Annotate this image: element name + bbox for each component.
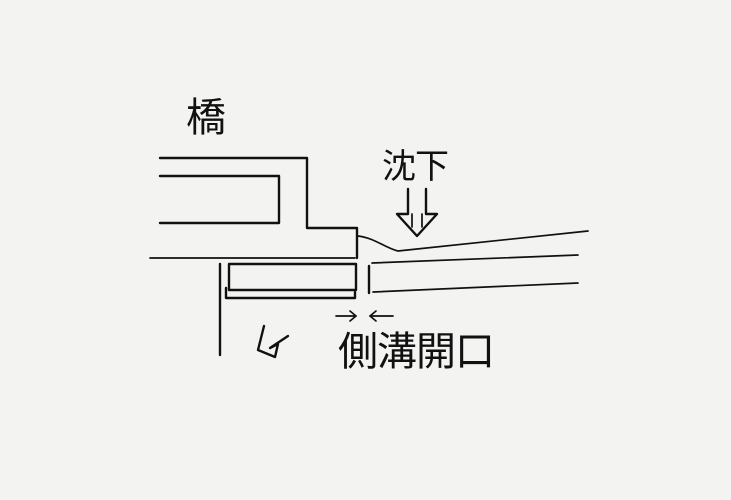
bridge-structure — [158, 156, 359, 260]
left-arrowhead-icon — [369, 310, 377, 322]
road-lower-line-right — [371, 254, 579, 264]
bridge-inner-outline — [158, 174, 281, 225]
bridge-label: 橋 — [186, 95, 226, 141]
gutter-opening-label: 側溝開口 — [338, 329, 495, 375]
road-base-line-right — [372, 282, 579, 293]
flow-arrow — [256, 324, 290, 359]
subsidence-label: 沈下 — [382, 147, 449, 187]
opening-arrows — [335, 310, 394, 322]
down-arrow-inner-lines — [411, 213, 423, 228]
down-arrow-icon — [395, 187, 439, 238]
road-surface — [149, 230, 589, 264]
flow-arrow-icon — [256, 324, 290, 359]
subsidence-arrow — [395, 187, 439, 238]
bridge-outer-outline — [158, 156, 359, 260]
gutter-bottom-lip — [224, 286, 357, 300]
subsided-road-surface — [357, 230, 589, 252]
gutter-cover-box — [227, 262, 358, 292]
gutter — [218, 262, 579, 357]
right-arrowhead-icon — [349, 310, 357, 322]
